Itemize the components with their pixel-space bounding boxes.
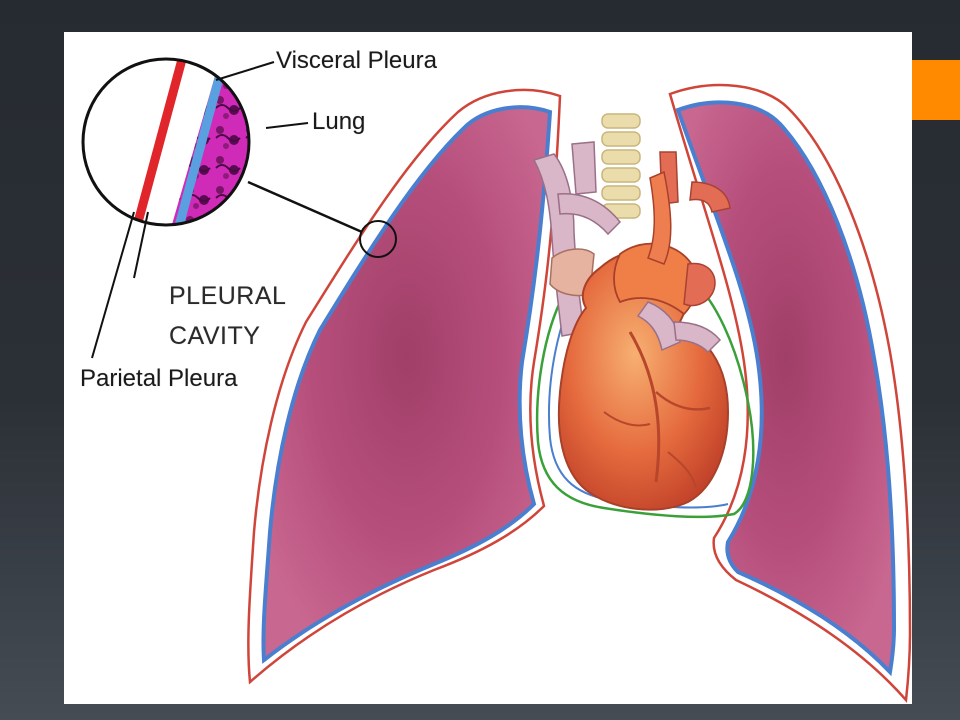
pleural-cavity-label: PLEURAL CAVITY	[169, 276, 286, 356]
pleural-cavity-label-line2: CAVITY	[169, 322, 261, 350]
right-lung	[668, 83, 912, 703]
magnified-region-marker	[359, 220, 397, 258]
diagram-panel: Visceral Pleura Lung PLEURAL CAVITY Pari…	[64, 32, 912, 704]
lung-label: Lung	[312, 108, 366, 135]
parietal-pleura-leader	[91, 211, 135, 359]
great-vessels	[532, 141, 731, 337]
lung-leader	[265, 122, 309, 129]
left-lung	[247, 88, 562, 685]
pleural-cavity-label-line1: PLEURAL	[169, 282, 287, 310]
parietal-pleura-label: Parietal Pleura	[80, 365, 238, 392]
pleural-cavity-leader	[133, 211, 149, 279]
zoom-circle-icon	[81, 57, 251, 227]
lungs-diagram	[81, 57, 912, 703]
visceral-pleura-leader	[215, 61, 275, 81]
accent-bar	[912, 60, 960, 120]
right-visceral-pleura	[675, 100, 897, 677]
zoom-connector-line	[247, 180, 363, 234]
left-visceral-pleura	[261, 105, 553, 664]
heart	[557, 170, 730, 511]
trachea	[601, 113, 641, 219]
pericardium	[535, 281, 755, 519]
visceral-pleura-label: Visceral Pleura	[276, 47, 437, 74]
